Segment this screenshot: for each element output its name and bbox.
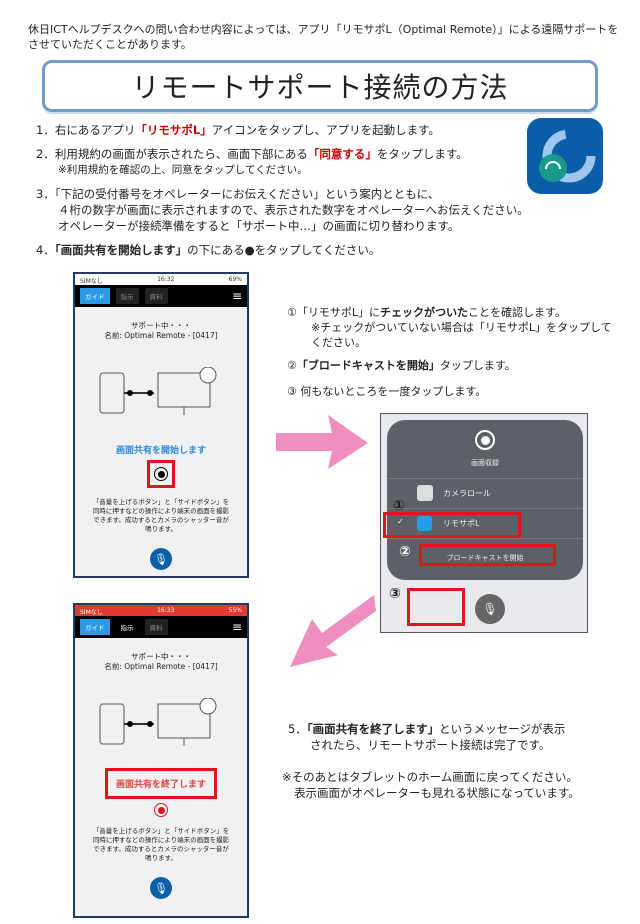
- instruction-3: ③ 何もないところを一度タップします。: [287, 385, 487, 398]
- marker-2: ②: [399, 544, 411, 560]
- highlight-broadcast: [419, 544, 556, 566]
- share-end-label: 画面共有を終了します: [105, 768, 217, 799]
- mic-icon[interactable]: 🎙: [475, 594, 505, 624]
- tab-guide[interactable]: ガイド: [80, 619, 110, 635]
- step-1: 1．右にあるアプリ「リモサポL」アイコンをタップし、アプリを起動します。: [36, 123, 440, 137]
- instruction-2: ②「ブロードキャストを開始」タップします。: [287, 359, 516, 372]
- instruction-1: ①「リモサポL」にチェックがついたことを確認します。※チェックがついていない場合…: [287, 306, 612, 349]
- device-connection-illustration: [99, 698, 217, 746]
- arrow-right-icon: [276, 415, 368, 469]
- popup-title: 画面収録: [471, 459, 499, 467]
- app-logo-icon: [539, 129, 596, 183]
- device-connection-illustration: [99, 367, 217, 415]
- menu-icon[interactable]: ≡: [231, 620, 242, 634]
- stop-record-button[interactable]: [154, 803, 168, 817]
- camera-roll-option[interactable]: カメラロール: [387, 478, 583, 508]
- screenshot-note: 「音量を上げるボタン」と「サイドボタン」を同時に押すなどの操作により端末の画面を…: [92, 498, 230, 533]
- step-5: 5．「画面共有を終了します」というメッセージが表示されたら、リモートサポート接続…: [288, 722, 566, 752]
- tab-guide[interactable]: ガイド: [80, 288, 110, 304]
- support-status: サポート中・・・: [131, 321, 191, 330]
- start-broadcast-button[interactable]: ブロードキャストを開始: [387, 538, 583, 580]
- step-2: 2．利用規約の画面が表示されたら、画面下部にある「同意する」をタップします。※利…: [36, 147, 468, 176]
- tab-materials[interactable]: 資料: [144, 619, 168, 635]
- remosapo-option[interactable]: ✓リモサポL: [387, 508, 583, 538]
- intro-text: 休日ICTヘルプデスクへの問い合わせ内容によっては、アプリ「リモサポL（Opti…: [28, 23, 619, 51]
- record-button[interactable]: [147, 460, 175, 488]
- highlight-app: [383, 512, 521, 538]
- page-title: リモートサポート接続の方法: [42, 60, 598, 112]
- screen-recording-popup: 画面収録 カメラロール ✓リモサポL ブロードキャストを開始 🎙 ① ② ③: [380, 413, 588, 633]
- support-status: サポート中・・・: [131, 652, 191, 661]
- record-icon[interactable]: [475, 430, 495, 450]
- mic-icon[interactable]: 🎙: [150, 877, 172, 899]
- tab-instruction[interactable]: 指示: [115, 288, 139, 304]
- camera-roll-icon: [417, 485, 433, 501]
- share-start-label: 画面共有を開始します: [115, 446, 206, 456]
- highlight-empty-area: [407, 588, 465, 626]
- support-name: 名前: Optimal Remote - [0417]: [104, 331, 218, 340]
- tab-materials[interactable]: 資料: [144, 288, 168, 304]
- final-note: ※そのあとはタブレットのホーム画面に戻ってください。表示画面がオペレーターも見れ…: [282, 770, 580, 800]
- screenshot-note: 「音量を上げるボタン」と「サイドボタン」を同時に押すなどの操作により端末の画面を…: [92, 827, 230, 862]
- check-icon: ✓: [397, 517, 404, 526]
- marker-3: ③: [389, 586, 401, 602]
- tab-instruction[interactable]: 指示: [120, 624, 134, 632]
- mic-icon[interactable]: 🎙: [150, 548, 172, 570]
- app-icon: [417, 516, 432, 531]
- menu-icon[interactable]: ≡: [231, 289, 242, 303]
- support-name: 名前: Optimal Remote - [0417]: [104, 662, 218, 671]
- marker-1: ①: [393, 498, 405, 514]
- step-4: 4．「画面共有を開始します」の下にある●をタップしてください。: [36, 243, 381, 257]
- remosapo-app-icon[interactable]: [527, 118, 603, 194]
- step-3: 3．「下記の受付番号をオペレーターにお伝えください」という案内とともに、４桁の数…: [36, 187, 529, 233]
- arrow-down-left-icon: [290, 595, 376, 667]
